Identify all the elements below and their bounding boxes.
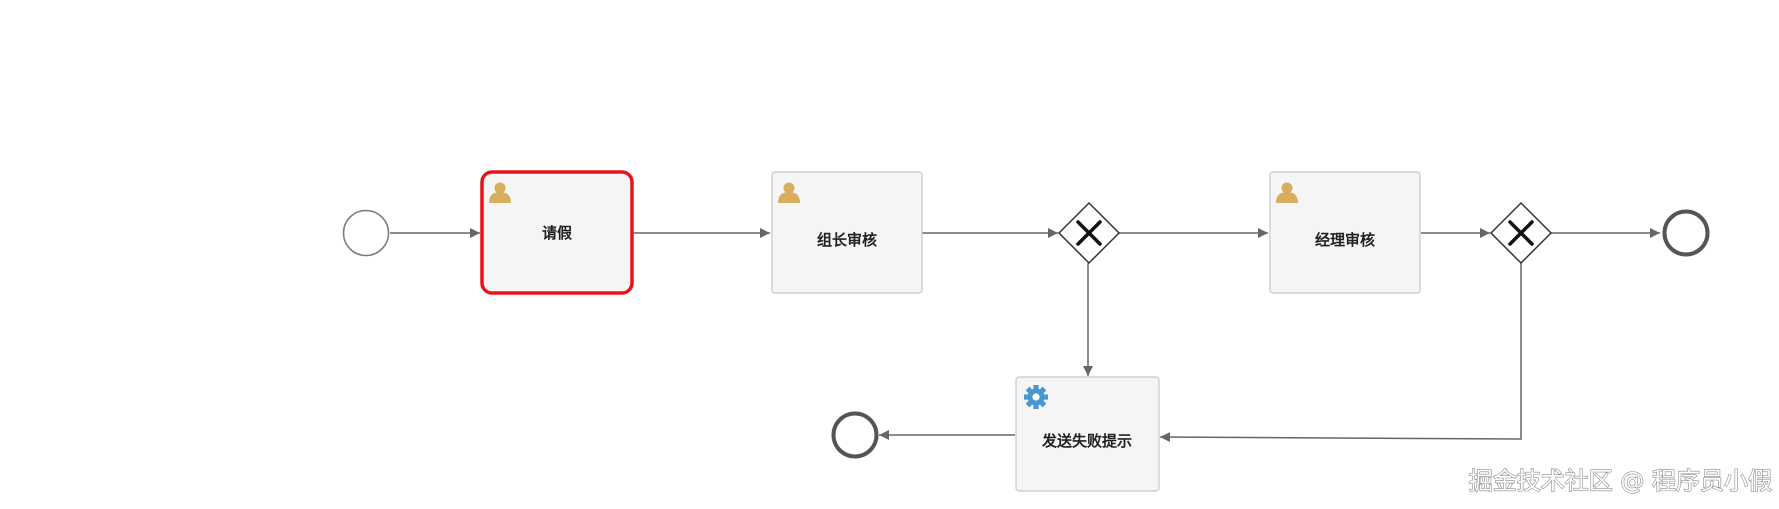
exclusive-gateway-2[interactable] [1489,201,1553,265]
watermark-text: 掘金技术社区 @ 程序员小假 [1469,467,1772,495]
flow-gateway2-to-fasong[interactable] [1159,263,1522,443]
x-icon [1076,220,1102,246]
task-zuzhang[interactable]: 组长审核 [771,171,923,294]
task-label: 组长审核 [817,231,877,249]
task-fasong[interactable]: 发送失败提示 [1015,376,1160,492]
x-icon [1508,220,1534,246]
sequence-flows [390,228,1660,443]
task-jingli[interactable]: 经理审核 [1269,171,1421,294]
task-qingjia[interactable]: 请假 [480,170,634,295]
start-event[interactable] [342,209,390,257]
task-label: 发送失败提示 [1041,432,1132,450]
gear-icon [1024,385,1048,409]
task-label: 经理审核 [1315,231,1375,249]
end-event-main[interactable] [1662,209,1710,257]
end-event-fail[interactable] [831,411,879,459]
exclusive-gateway-1[interactable] [1057,201,1121,265]
task-label: 请假 [542,224,573,242]
